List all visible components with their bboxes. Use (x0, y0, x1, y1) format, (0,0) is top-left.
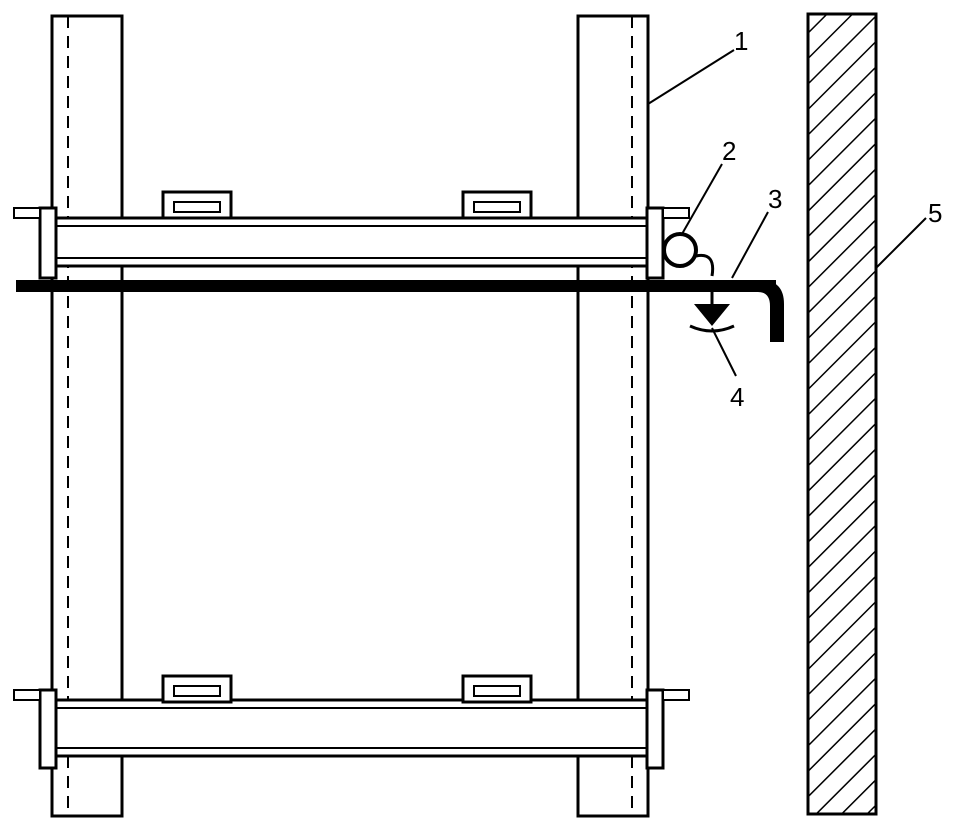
leader-line-3 (731, 211, 769, 279)
left-vertical-rail (50, 14, 124, 818)
leader-line-1 (647, 49, 735, 105)
right-vertical-rail (576, 14, 650, 818)
roller (662, 232, 715, 277)
callout-label-3: 3 (768, 184, 782, 214)
callout-label-1: 1 (734, 26, 748, 56)
callout-label-5: 5 (928, 198, 942, 228)
valve-symbol (689, 292, 735, 333)
top-crossbeam (13, 190, 690, 280)
callout-label-4: 4 (730, 382, 744, 412)
horizontal-rod (16, 280, 784, 342)
leader-line-4 (711, 327, 737, 377)
hatched-wall (806, 12, 878, 816)
leader-line-5 (875, 217, 927, 269)
bottom-crossbeam (13, 674, 690, 770)
callout-label-2: 2 (722, 136, 736, 166)
leader-line-2 (681, 163, 723, 235)
